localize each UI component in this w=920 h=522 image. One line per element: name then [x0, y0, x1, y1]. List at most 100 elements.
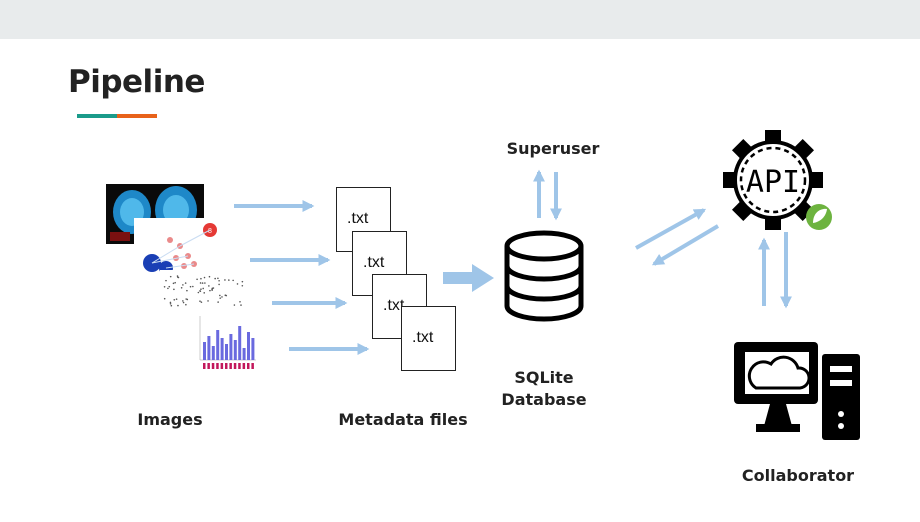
scatter-dot [241, 280, 244, 283]
superuser-arrows [533, 169, 562, 221]
scatter-dot [197, 291, 200, 294]
api-gear-icon: API [723, 130, 823, 230]
scatter-dot [239, 301, 241, 303]
image-to-metadata-arrows [234, 200, 370, 355]
svg-text:API: API [746, 165, 800, 200]
collaborator-label: Collaborator [741, 466, 855, 485]
title-accent-orange [117, 114, 157, 118]
scatter-dot [207, 300, 209, 302]
scatter-dot [200, 288, 202, 290]
scatter-dot [200, 277, 202, 280]
scatter-dot [224, 279, 226, 281]
thumb-bar [242, 348, 246, 360]
scatter-dot [169, 302, 172, 305]
thumb-bar-label [247, 363, 250, 369]
scatter-dot [203, 292, 206, 294]
sqlite-label-line1: SQLite [514, 368, 574, 387]
scatter-dot [173, 288, 175, 291]
scatter-dot [204, 282, 206, 284]
arrow-api-to-db [651, 224, 720, 266]
scatter-dot [211, 289, 213, 291]
scatter-dot [240, 304, 242, 306]
scatter-dot [186, 289, 188, 292]
top-bar [0, 0, 920, 39]
metadata-to-database-arrow [443, 264, 494, 292]
scatter-dot [172, 282, 175, 285]
thumb-bar-label [203, 363, 206, 369]
scatter-dot [208, 285, 210, 287]
scatter-dot [185, 303, 187, 306]
images-label: Images [137, 410, 203, 429]
scatter-dot [184, 282, 187, 284]
arrow-db-to-api [635, 208, 707, 250]
scatter-dot [200, 301, 203, 303]
scatter-dot [199, 290, 201, 292]
scatter-dot [182, 301, 185, 304]
scatter-dot [165, 279, 167, 282]
thumb-bar-label [225, 363, 228, 369]
thumb-bar-label [211, 363, 215, 369]
scatter-dot [169, 275, 172, 278]
scatter-dot [224, 294, 227, 297]
thumb-bar-label [207, 363, 210, 369]
thumb-bar [238, 326, 242, 360]
scatter-dot [212, 287, 215, 289]
thumb-bar-label [242, 363, 246, 369]
scatter-dot [182, 284, 184, 286]
thumb-bar-label [233, 363, 237, 369]
thumb-bar-label [238, 363, 241, 369]
page-title: Pipeline [68, 64, 205, 100]
scatter-dot [167, 287, 169, 290]
scatter-dot [218, 279, 220, 282]
svg-text:8: 8 [208, 228, 212, 235]
scatter-dot [232, 279, 234, 282]
sqlite-database-label: SQLite Database [494, 367, 594, 411]
scatter-dot [169, 301, 172, 304]
scatter-dot [192, 285, 194, 288]
scatter-dot [221, 296, 223, 298]
scatter-dot [196, 278, 198, 281]
scatter-dot [218, 283, 220, 286]
thumb-bar [203, 342, 206, 360]
database-api-arrows [635, 208, 720, 266]
spring-leaf-icon [806, 204, 832, 230]
scatter-dot [176, 275, 179, 277]
thumb-bar [251, 338, 255, 360]
scatter-dot [203, 276, 206, 279]
scatter-dot [168, 285, 171, 288]
scatter-dot [170, 304, 173, 307]
thumb-bar [216, 330, 220, 360]
scatter-dot [202, 287, 204, 290]
scatter-dot [241, 284, 244, 287]
scatter-dot [199, 282, 202, 284]
image-thumbnails: 8 [106, 184, 260, 374]
scatter-dot [175, 298, 178, 300]
scatter-dot [174, 281, 176, 284]
title-accent-teal [77, 114, 117, 118]
scatter-dot [177, 304, 179, 307]
thumb-bar-label [229, 363, 232, 369]
database-icon [504, 230, 584, 322]
api-collaborator-arrows [758, 232, 792, 309]
scatter-dot [208, 275, 211, 278]
superuser-label: Superuser [506, 139, 600, 158]
thumb-bar [207, 336, 211, 360]
sqlite-label-line2: Database [501, 390, 587, 409]
metadata-doc-4: .txt [401, 306, 456, 371]
thumb-bar-label [220, 363, 224, 369]
scatter-dot [189, 285, 192, 288]
scatter-dot [236, 283, 239, 285]
scatter-dot [233, 304, 236, 306]
scatter-dot [217, 277, 219, 280]
computer-cloud-icon [734, 342, 860, 440]
metadata-files-label: Metadata files [338, 410, 468, 429]
thumb-bar [211, 346, 215, 360]
doc-label: .txt [412, 329, 434, 346]
thumb-bar-label [251, 363, 254, 369]
thumb-bar [225, 344, 228, 360]
thumb-bar [220, 338, 224, 360]
thumb-bar [247, 332, 250, 360]
doc-label: .txt [383, 297, 405, 314]
scatter-dot [201, 282, 204, 284]
